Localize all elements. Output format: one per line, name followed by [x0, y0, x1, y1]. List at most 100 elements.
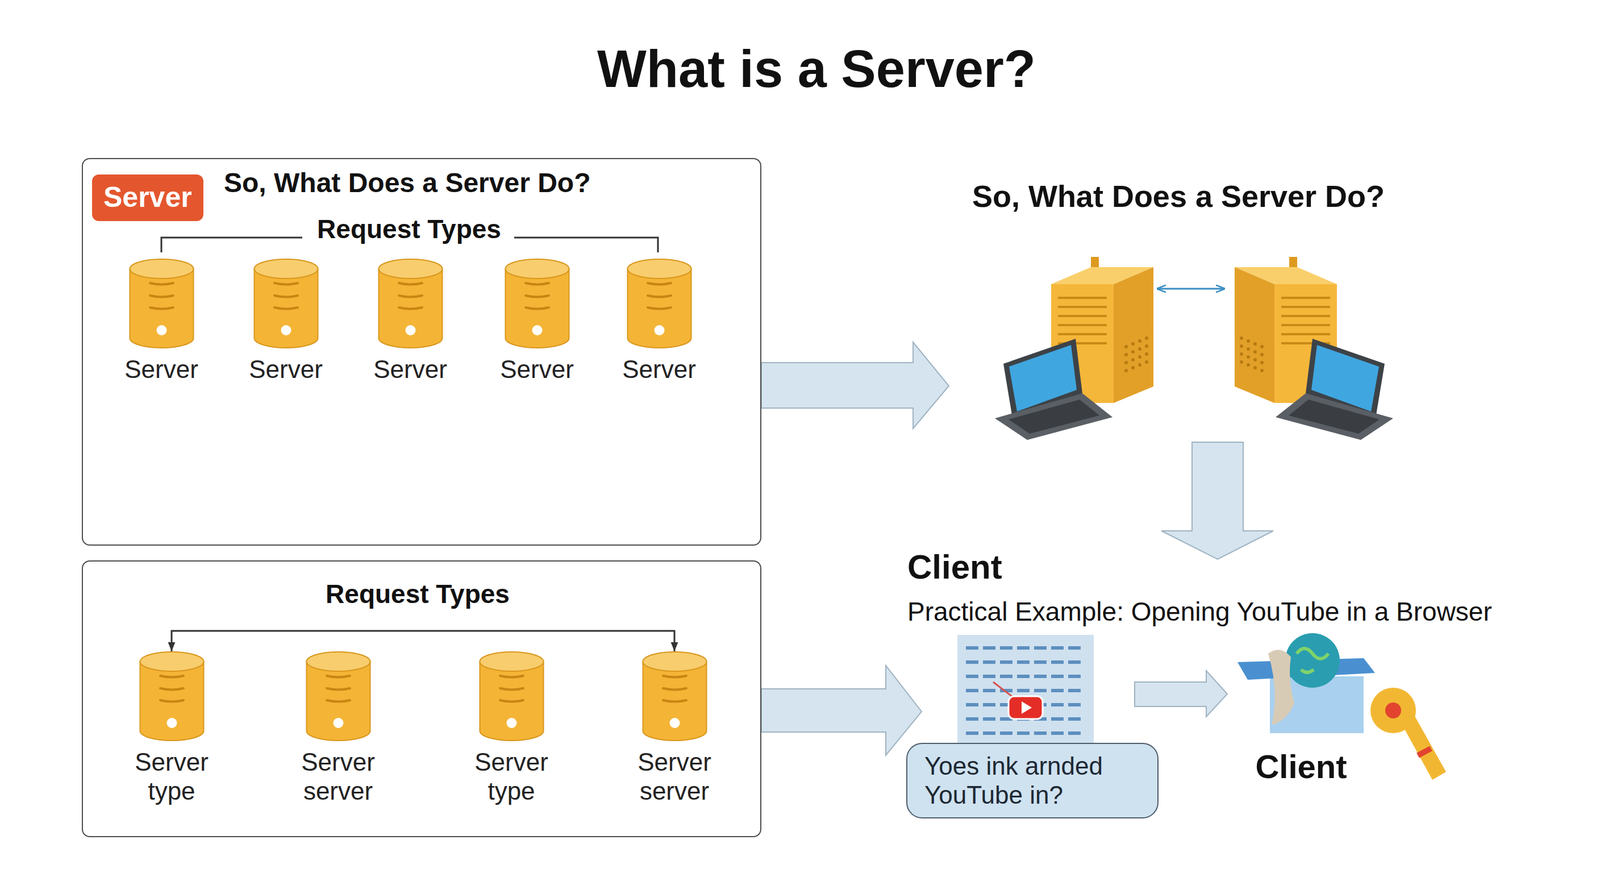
globe [1285, 632, 1340, 688]
globe-land [1296, 648, 1329, 673]
cylinder-shape [128, 258, 195, 349]
badge-tag: Server [92, 174, 204, 222]
cylinder-shape [377, 258, 444, 349]
panel-heading: Request Types [325, 578, 510, 610]
cylinder-light [669, 717, 680, 728]
cylinder-stripe [398, 282, 423, 285]
cylinder-stripe [160, 700, 184, 702]
cylinder-stripe [150, 295, 174, 298]
section-heading: So, What Does a Server Do? [972, 178, 1385, 214]
cylinder-light [653, 325, 665, 336]
cylinder-stripe [500, 675, 524, 678]
browser-window [957, 634, 1094, 744]
page-title: What is a Server? [597, 39, 1036, 100]
panel-box: So, What Does a Server Do?Request TypesS… [81, 157, 762, 546]
cylinder-stripe [500, 688, 524, 690]
cylinder-light [506, 717, 517, 728]
cylinder-stripe [274, 295, 298, 298]
server-label: Server server [292, 747, 384, 806]
cylinder-top [627, 259, 691, 279]
server-cylinder: Server type [126, 651, 218, 806]
cylinder-shape [139, 651, 205, 741]
cylinder-stripe [274, 307, 298, 310]
key-head [1370, 687, 1416, 733]
cylinder-light [280, 325, 291, 336]
heading-slot: Request Types [325, 578, 510, 610]
cylinder-shape [305, 651, 372, 741]
cylinder-body [378, 268, 443, 348]
block-arrow [761, 342, 949, 429]
server-label: Server server [628, 747, 720, 806]
cylinder-body [129, 268, 194, 348]
cylinder-top [479, 651, 544, 672]
cylinder-top [642, 651, 707, 672]
cylinder-light [332, 717, 344, 728]
cylinder-stripe [150, 282, 174, 285]
heading-slot: So, What Does a Server Do? [223, 167, 591, 199]
server-label: Server [364, 355, 456, 385]
server-cylinder: Server [115, 258, 207, 385]
cylinder-light [531, 325, 543, 336]
example-caption: Practical Example: Opening YouTube in a … [907, 596, 1493, 627]
cylinder-body [306, 661, 370, 741]
cylinder-body [642, 661, 707, 741]
cylinder-light [156, 325, 167, 336]
key-tooth [1416, 745, 1433, 758]
cylinder-body [253, 268, 318, 348]
heading-slot: Request Types [317, 214, 502, 245]
exchange-arrow [1156, 288, 1225, 290]
cylinder-top [139, 651, 204, 672]
play-triangle [1021, 701, 1032, 714]
label-slot: So, What Does a Server Do? [972, 178, 1385, 214]
cylinder-stripe [663, 700, 687, 702]
server-cylinder: Server type [465, 651, 557, 806]
speech-bubble: Yoes ink arnded YouTube in? [906, 742, 1159, 819]
server-illustration [994, 256, 1154, 440]
key-hole [1385, 702, 1402, 719]
cylinder-stripe [326, 700, 350, 702]
user-figure [1268, 649, 1295, 725]
server-label: Server [240, 355, 332, 385]
label-slot: Practical Example: Opening YouTube in a … [907, 596, 1493, 627]
panel-heading: So, What Does a Server Do? [223, 167, 591, 199]
cylinder-shape [253, 258, 319, 349]
cylinder-top [378, 259, 443, 279]
server-illustration [1234, 256, 1394, 440]
connectors [171, 630, 675, 652]
server-label: Server type [465, 747, 557, 806]
cylinder-top [253, 259, 318, 279]
section-heading: Client [907, 547, 1003, 587]
cylinder-stripe [160, 688, 184, 690]
cylinder-stripe [326, 675, 350, 678]
cylinder-body [627, 268, 691, 348]
title-slot: What is a Server? [597, 39, 1036, 100]
cylinder-light [166, 717, 177, 728]
server-cylinder: Server [364, 258, 456, 385]
cylinder-stripe [525, 282, 549, 285]
server-label: Server [115, 355, 207, 385]
cylinder-shape [478, 651, 545, 741]
label-slot: Client [907, 547, 1003, 587]
cylinder-body [139, 661, 204, 741]
badge-text: Server [103, 181, 193, 215]
cylinder-top [129, 259, 194, 279]
cylinder-top [306, 651, 370, 672]
icon-label: Client [1255, 747, 1347, 786]
cylinder-body [479, 661, 544, 741]
server-cylinder: Server [240, 258, 332, 385]
cylinder-stripe [525, 295, 549, 298]
cylinder-shape [504, 258, 570, 349]
cylinder-stripe [663, 688, 687, 690]
cylinder-stripe [326, 688, 350, 690]
cylinder-stripe [500, 700, 524, 702]
cylinder-stripe [398, 307, 423, 310]
cylinder-stripe [647, 295, 672, 298]
cylinder-stripe [160, 675, 184, 678]
block-arrow [1161, 442, 1274, 560]
server-cylinder: Server [613, 258, 705, 385]
cylinder-shape [626, 258, 693, 349]
cylinder-body [505, 268, 569, 348]
cylinder-top [505, 259, 569, 279]
